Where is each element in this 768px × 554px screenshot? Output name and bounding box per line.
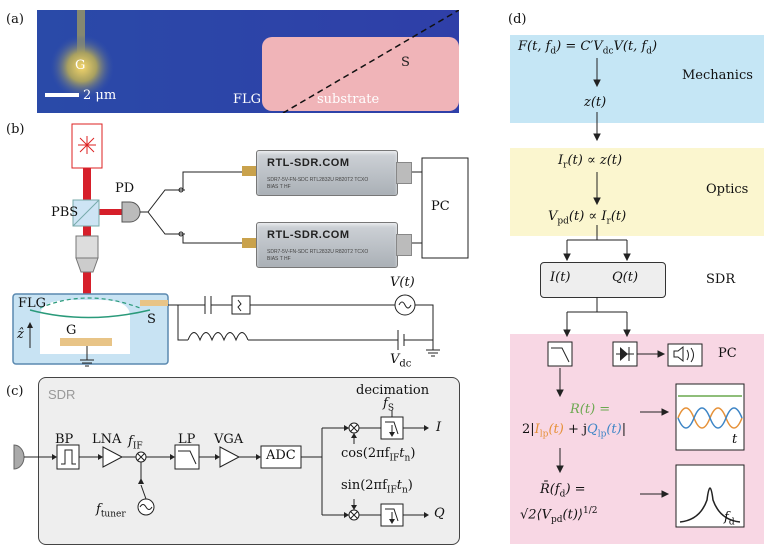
- sdr-dongle-1-brand: RTL-SDR.COM: [267, 157, 350, 169]
- flg-sample-label: FLG: [18, 296, 47, 311]
- panel-label-c: (c): [6, 384, 24, 399]
- panel-label-b: (b): [6, 122, 25, 137]
- spectrum-equation-rhs: √2⟨Vpd(t)⟩1/2: [520, 506, 598, 525]
- photodetector-voltage-equation: Vpd(t) ∝ Ir(t): [548, 209, 627, 227]
- fif-label: fIF: [128, 434, 143, 452]
- decimation-label: decimation: [356, 383, 430, 398]
- pd-label: PD: [115, 181, 135, 196]
- bp-label: BP: [55, 432, 74, 447]
- vga-label: VGA: [214, 432, 244, 447]
- panel-label-a: (a): [6, 12, 24, 27]
- source-label: S: [401, 55, 410, 70]
- mechanics-label: Mechanics: [682, 68, 753, 83]
- usb-plug-1: [396, 162, 412, 184]
- gate-label: G: [75, 58, 86, 73]
- substrate-label: substrate: [317, 92, 380, 107]
- q-signal-label: Q(t): [612, 270, 639, 285]
- micrograph-image: [37, 9, 460, 114]
- sdr-block-title: SDR: [48, 387, 76, 402]
- dc-voltage-label: Vdc: [390, 352, 412, 370]
- signal-chain-arrows: [547, 58, 745, 528]
- sdr-iq-box: [540, 262, 666, 298]
- mechanics-block: [510, 35, 764, 123]
- i-signal-label: I(t): [550, 270, 571, 285]
- sdr-stage-label: SDR: [706, 272, 736, 287]
- optics-label: Optics: [706, 182, 749, 197]
- frequency-axis-label: fd: [724, 510, 735, 528]
- cos-label: cos(2πfIFtn): [341, 446, 416, 464]
- antenna-connector-1: [242, 166, 256, 176]
- ftuner-label: ftuner: [96, 502, 126, 520]
- lp-label: LP: [178, 432, 196, 447]
- sdr-dongle-2-text: SDR7-5V-FN-SDC RTL2832U R820T2 TCXO BIAS…: [267, 249, 369, 262]
- scale-bar-label: 2 μm: [83, 88, 117, 103]
- sdr-dongle-2-brand: RTL-SDR.COM: [267, 229, 350, 241]
- setup-schematic: [12, 123, 469, 367]
- spectrum-equation-lhs: R̄(fd) =: [540, 482, 586, 500]
- q-output-label: Q: [434, 506, 445, 521]
- fs-label: fS: [383, 396, 394, 414]
- amplitude-equation-rhs: 2|Ilp(t) + jQlp(t)|: [522, 422, 627, 440]
- lna-label: LNA: [92, 432, 122, 447]
- pbs-label: PBS: [51, 205, 79, 220]
- time-axis-label: t: [732, 432, 738, 447]
- z-axis-label: ẑ: [17, 327, 24, 342]
- reflected-intensity-equation: Ir(t) ∝ z(t): [558, 153, 623, 171]
- displacement-label: z(t): [584, 95, 607, 110]
- antenna-connector-2: [242, 238, 256, 248]
- i-output-label: I: [436, 420, 442, 435]
- force-equation: F(t, fd) = C′VdcV(t, fd): [518, 39, 658, 57]
- ac-voltage-label: V(t): [390, 275, 415, 290]
- micrograph-panel: G S 2 μm FLG substrate: [37, 9, 460, 114]
- adc-label: ADC: [266, 448, 296, 463]
- pc-stage-label: PC: [718, 346, 737, 361]
- sdr-dongle-2: RTL-SDR.COM SDR7-5V-FN-SDC RTL2832U R820…: [256, 222, 398, 268]
- sin-label: sin(2πfIFtn): [341, 478, 413, 496]
- panel-label-d: (d): [508, 12, 527, 27]
- sdr-block-diagram: [13, 410, 429, 527]
- optics-block: [510, 148, 764, 236]
- pc-label: PC: [431, 199, 450, 214]
- flg-label: FLG: [233, 92, 262, 107]
- amplitude-equation-lhs: R(t) =: [570, 402, 611, 417]
- usb-plug-2: [396, 234, 412, 256]
- sdr-dongle-1: RTL-SDR.COM SDR7-5V-FN-SDC RTL2832U R820…: [256, 150, 398, 196]
- gate-electrode-label: G: [66, 323, 77, 338]
- sdr-dongle-1-text: SDR7-5V-FN-SDC RTL2832U R820T2 TCXO BIAS…: [267, 177, 369, 190]
- source-electrode-label: S: [147, 312, 156, 327]
